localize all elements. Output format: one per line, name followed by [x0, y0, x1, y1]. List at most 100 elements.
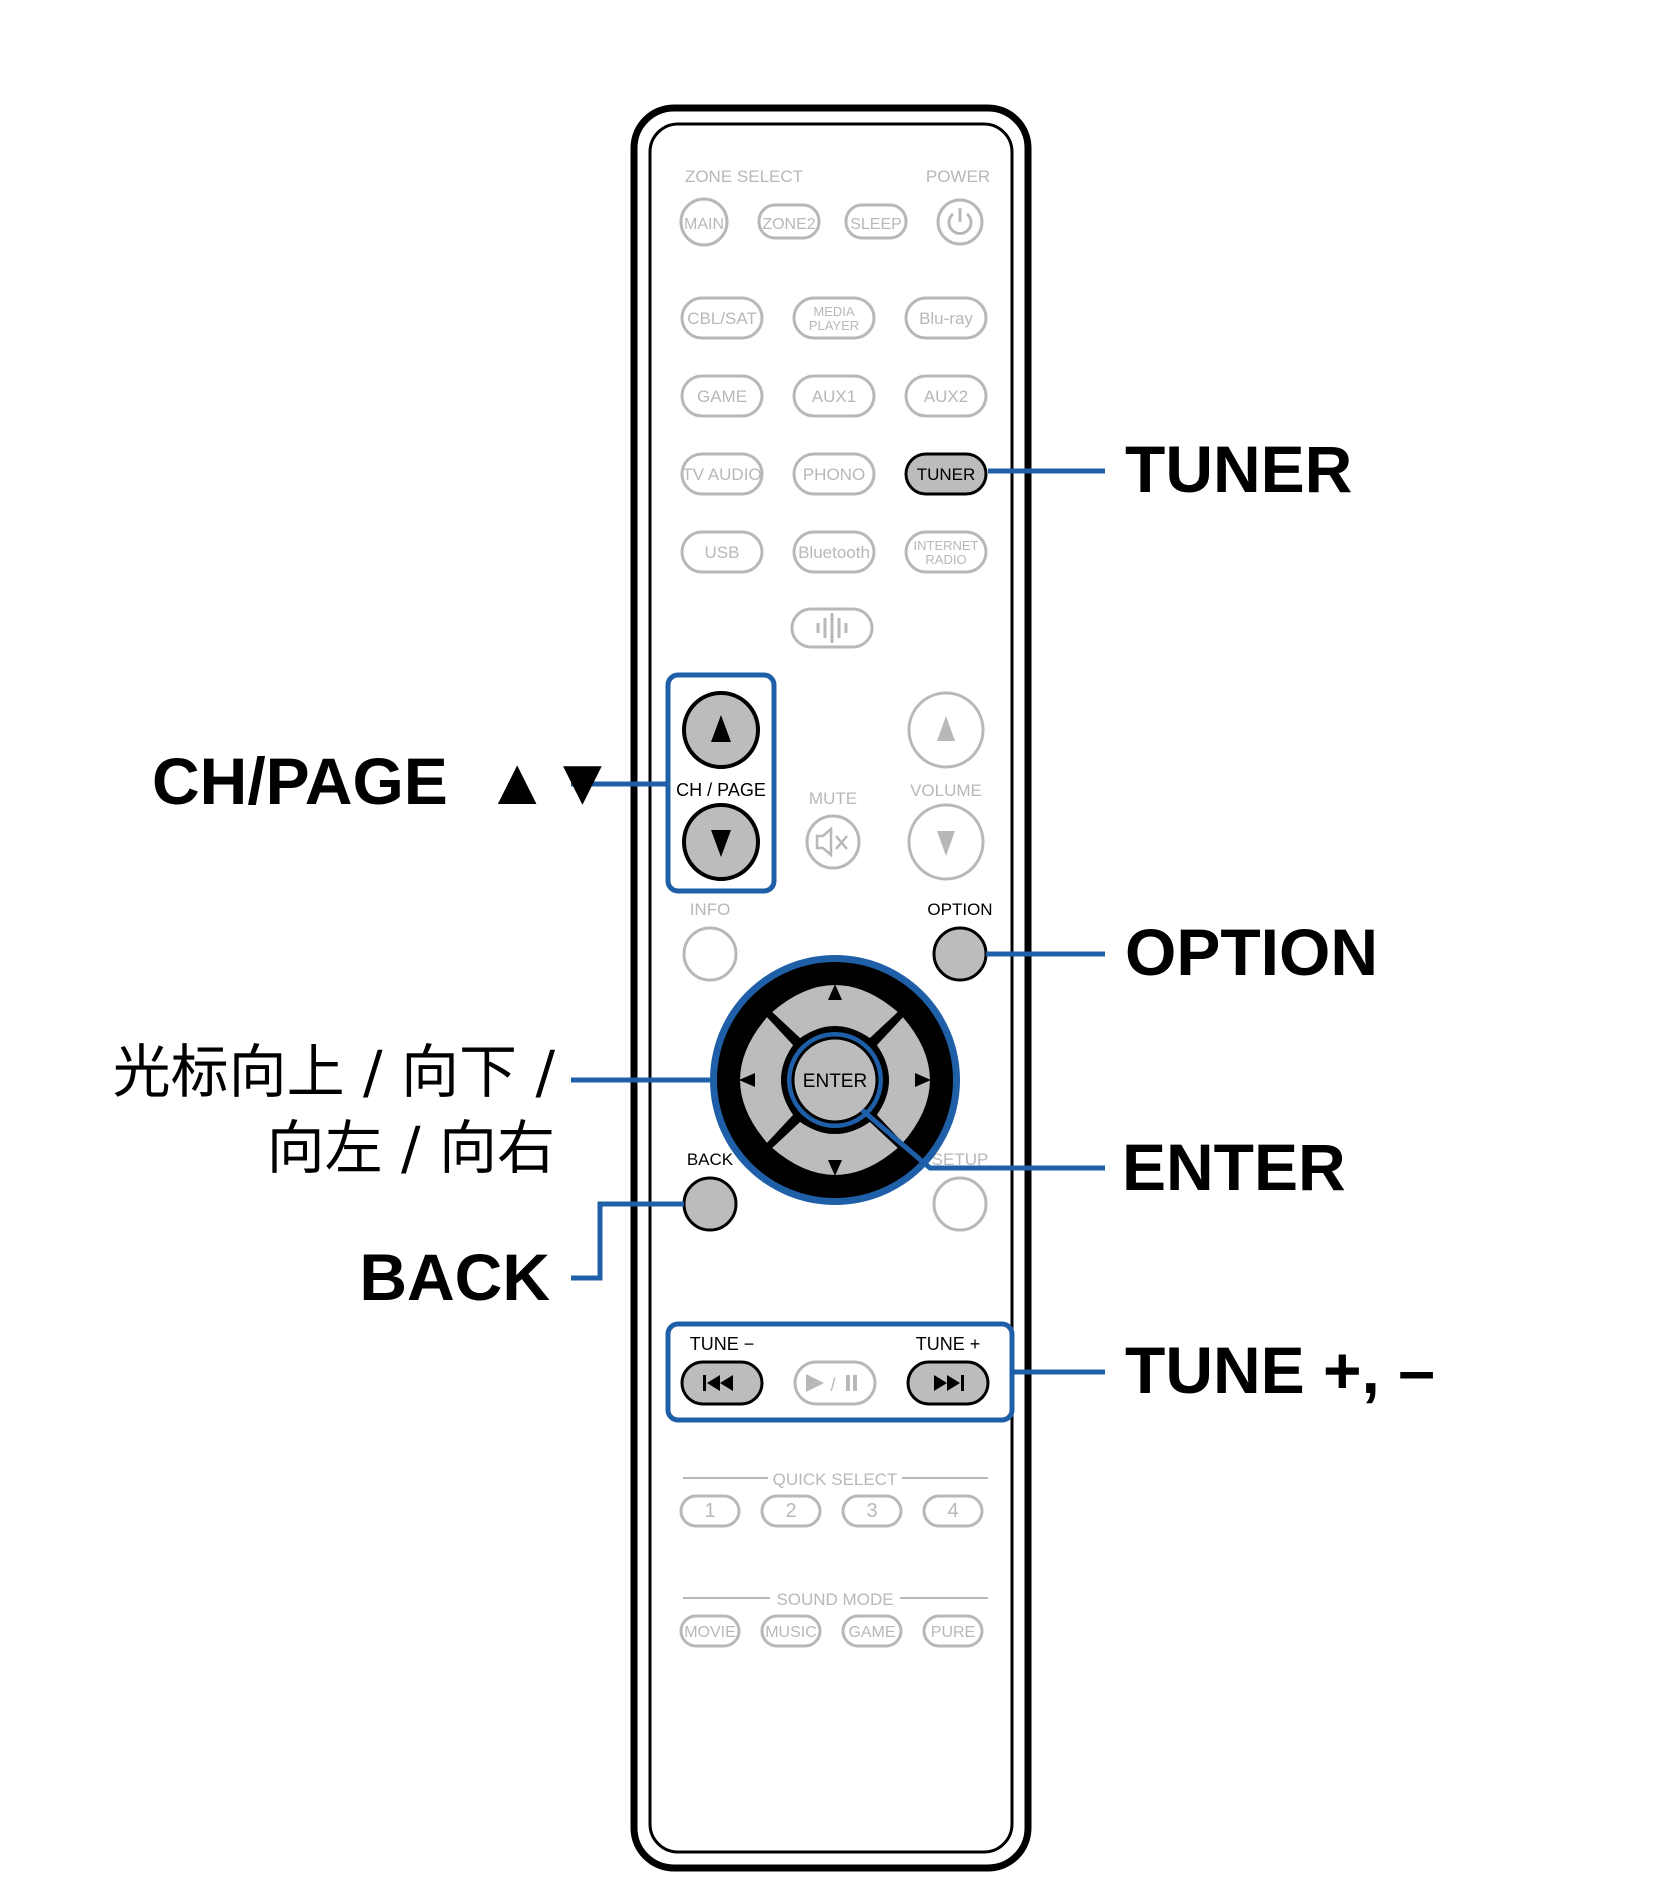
ch-page-down-button[interactable]: [682, 803, 760, 881]
media-player-button-label: PLAYER: [809, 318, 859, 333]
play-pause-icon: /: [806, 1374, 857, 1395]
blu-ray-button-label: Blu-ray: [919, 309, 973, 328]
sound-mode-button-label: PURE: [931, 1624, 975, 1641]
tune-plus-label: TUNE +: [916, 1334, 981, 1354]
cbl-sat-button-label: CBL/SAT: [687, 309, 757, 328]
bluetooth-button[interactable]: Bluetooth: [792, 530, 876, 574]
triangle-down-icon: [711, 830, 731, 857]
sound-mode-button-label: GAME: [848, 1624, 895, 1641]
cursor-callout-label-line1: 光标向上 / 向下 /: [113, 1038, 556, 1106]
info-button[interactable]: [682, 926, 738, 982]
quick-select-1-button[interactable]: 1: [679, 1494, 741, 1528]
zone2-button[interactable]: ZONE2: [757, 203, 821, 240]
aux1-button-label: AUX1: [812, 387, 856, 406]
mute-button[interactable]: [805, 814, 861, 870]
quick-select-label: QUICK SELECT: [773, 1470, 898, 1489]
sleep-button[interactable]: SLEEP: [844, 203, 908, 240]
setup-label: SETUP: [932, 1150, 989, 1169]
info-label: INFO: [690, 900, 731, 919]
phono-button[interactable]: PHONO: [792, 452, 876, 496]
cursor-down-button[interactable]: [767, 1118, 903, 1178]
quick-select-button-label: 4: [947, 1500, 958, 1522]
tune-minus-button[interactable]: [680, 1360, 764, 1406]
zone-select-label: ZONE SELECT: [685, 167, 803, 186]
power-button[interactable]: [936, 198, 984, 246]
cursor-up-button[interactable]: [767, 982, 903, 1042]
blu-ray-button[interactable]: Blu-ray: [904, 296, 988, 340]
cursor-left-button[interactable]: [737, 1012, 797, 1148]
aux2-button[interactable]: AUX2: [904, 374, 988, 418]
tune-minus-label: TUNE −: [690, 1334, 755, 1354]
sound-mode-movie-button[interactable]: MOVIE: [679, 1614, 741, 1648]
sound-mode-group: SOUND MODE MOVIE MUSIC GAME PURE: [679, 1590, 988, 1648]
tune-plus-button[interactable]: [906, 1360, 990, 1406]
quick-select-button-label: 1: [704, 1500, 715, 1522]
enter-callout-label: ENTER: [1122, 1130, 1346, 1204]
triangle-up-icon: [937, 716, 955, 741]
volume-down-button[interactable]: [907, 803, 985, 881]
enter-button[interactable]: ENTER: [791, 1036, 879, 1124]
usb-button-label: USB: [705, 543, 740, 562]
ch-page-callout-label: CH/PAGE ▲▼: [152, 744, 615, 818]
sound-mode-pure-button[interactable]: PURE: [922, 1614, 984, 1648]
back-button[interactable]: [682, 1176, 738, 1232]
aux2-button-label: AUX2: [924, 387, 968, 406]
svg-text:/: /: [830, 1375, 835, 1395]
sound-mode-label: SOUND MODE: [776, 1590, 893, 1609]
volume-up-button[interactable]: [907, 691, 985, 769]
quick-select-4-button[interactable]: 4: [922, 1494, 984, 1528]
tv-audio-button-label: TV AUDIO: [682, 465, 761, 484]
triangle-up-icon: [711, 715, 731, 742]
cbl-sat-button[interactable]: CBL/SAT: [680, 296, 764, 340]
ch-page-up-button[interactable]: [682, 691, 760, 769]
usb-button[interactable]: USB: [680, 530, 764, 574]
power-label: POWER: [926, 167, 990, 186]
tuner-callout-label: TUNER: [1125, 432, 1352, 506]
triangle-down-icon: [937, 831, 955, 856]
callout-lines: [571, 468, 1105, 1375]
main-button[interactable]: MAIN: [679, 197, 729, 247]
ch-page-label: CH / PAGE: [676, 780, 766, 800]
tune-callout-label: TUNE +, –: [1125, 1333, 1435, 1407]
play-pause-button[interactable]: /: [793, 1360, 877, 1406]
sound-mode-button-label: MUSIC: [765, 1624, 817, 1641]
quick-select-button-label: 3: [866, 1500, 877, 1522]
option-label: OPTION: [927, 900, 992, 919]
quick-select-2-button[interactable]: 2: [760, 1494, 822, 1528]
phono-button-label: PHONO: [803, 465, 865, 484]
internet-radio-button-label: INTERNET: [914, 538, 979, 553]
cursor-callout-label-line2: 向左 / 向右: [267, 1114, 555, 1182]
mute-label: MUTE: [809, 789, 857, 808]
mute-speaker-icon: [815, 826, 848, 858]
triangle-down-icon: [828, 1160, 842, 1176]
sound-mode-music-button[interactable]: MUSIC: [760, 1614, 822, 1648]
game-button[interactable]: GAME: [680, 374, 764, 418]
sound-mode-game-button[interactable]: GAME: [841, 1614, 903, 1648]
internet-radio-button-label: RADIO: [925, 552, 966, 567]
aux1-button[interactable]: AUX1: [792, 374, 876, 418]
tuner-button[interactable]: TUNER: [904, 452, 988, 496]
power-icon: [947, 208, 973, 235]
sound-wave-icon: [816, 613, 848, 643]
back-label: BACK: [687, 1150, 734, 1169]
triangle-right-icon: [915, 1073, 931, 1087]
option-button[interactable]: [932, 926, 988, 982]
tuner-button-label: TUNER: [917, 465, 976, 484]
triangle-left-icon: [739, 1073, 755, 1087]
back-callout-line: [571, 1201, 684, 1281]
heos-button[interactable]: [790, 607, 874, 649]
tv-audio-button[interactable]: TV AUDIO: [680, 452, 764, 496]
volume-label: VOLUME: [910, 781, 982, 800]
svg-text:ENTER: ENTER: [803, 1071, 867, 1092]
sound-mode-button-label: MOVIE: [684, 1624, 736, 1641]
setup-button[interactable]: [932, 1176, 988, 1232]
triangle-up-icon: [828, 984, 842, 1000]
quick-select-group: QUICK SELECT 1 2 3 4: [679, 1470, 988, 1528]
quick-select-3-button[interactable]: 3: [841, 1494, 903, 1528]
option-callout-label: OPTION: [1125, 915, 1378, 989]
bluetooth-button-label: Bluetooth: [798, 543, 870, 562]
